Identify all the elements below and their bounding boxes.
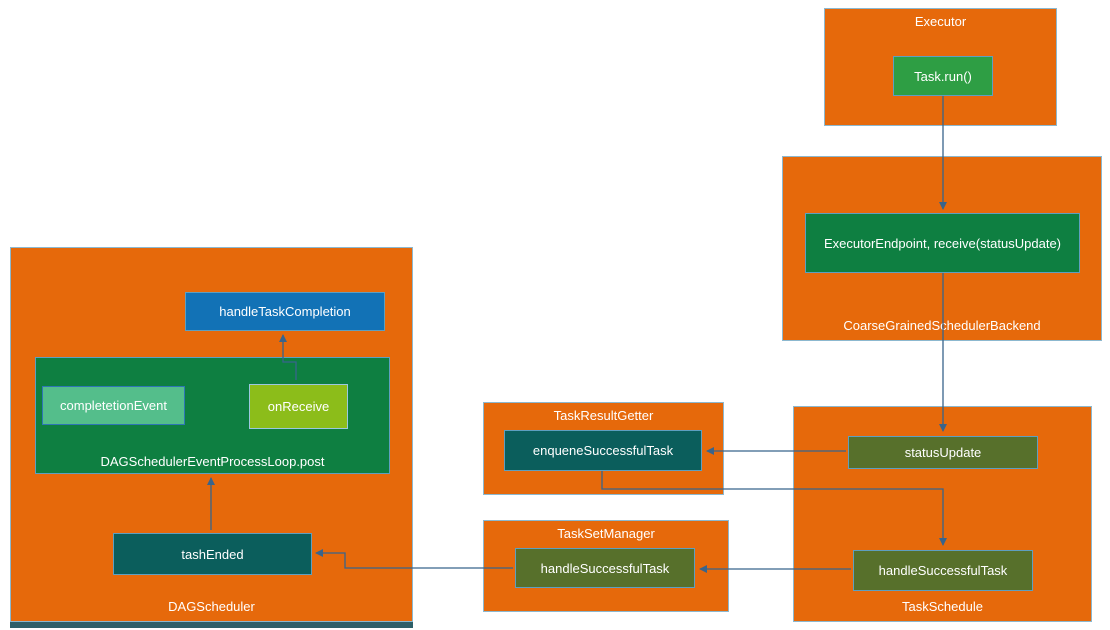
scheduler-backend-group-title: CoarseGrainedSchedulerBackend — [843, 318, 1041, 333]
task-schedule-group-title: TaskSchedule — [902, 599, 983, 614]
handle-task-completion-node: handleTaskCompletion — [185, 292, 385, 331]
event-process-loop-box: completetionEvent onReceive DAGScheduler… — [35, 357, 390, 474]
task-set-manager-group-title: TaskSetManager — [557, 526, 655, 541]
bottom-dark-bar — [10, 622, 413, 628]
task-result-getter-group: TaskResultGetter enqueneSuccessfulTask — [483, 402, 724, 495]
task-run-node: Task.run() — [893, 56, 993, 96]
executor-group: Executor Task.run() — [824, 8, 1057, 126]
status-update-node: statusUpdate — [848, 436, 1038, 469]
executor-group-title: Executor — [914, 14, 967, 29]
task-schedule-group: TaskSchedule statusUpdate handleSuccessf… — [793, 406, 1092, 622]
on-receive-node: onReceive — [249, 384, 348, 429]
scheduler-backend-group: CoarseGrainedSchedulerBackend ExecutorEn… — [782, 156, 1102, 341]
completion-event-node: completetionEvent — [42, 386, 185, 425]
executor-endpoint-node: ExecutorEndpoint, receive(statusUpdate) — [805, 213, 1080, 273]
enqueue-successful-task-node: enqueneSuccessfulTask — [504, 430, 702, 471]
event-process-loop-label: DAGSchedulerEventProcessLoop.post — [100, 454, 325, 469]
ts-handle-successful-task-node: handleSuccessfulTask — [853, 550, 1033, 591]
task-ended-node: tashEnded — [113, 533, 312, 575]
task-result-getter-group-title: TaskResultGetter — [553, 408, 654, 423]
dag-scheduler-group: DAGScheduler handleTaskCompletion comple… — [10, 247, 413, 622]
dag-scheduler-group-title: DAGScheduler — [168, 599, 255, 614]
tsm-handle-successful-task-node: handleSuccessfulTask — [515, 548, 695, 588]
task-set-manager-group: TaskSetManager handleSuccessfulTask — [483, 520, 729, 612]
